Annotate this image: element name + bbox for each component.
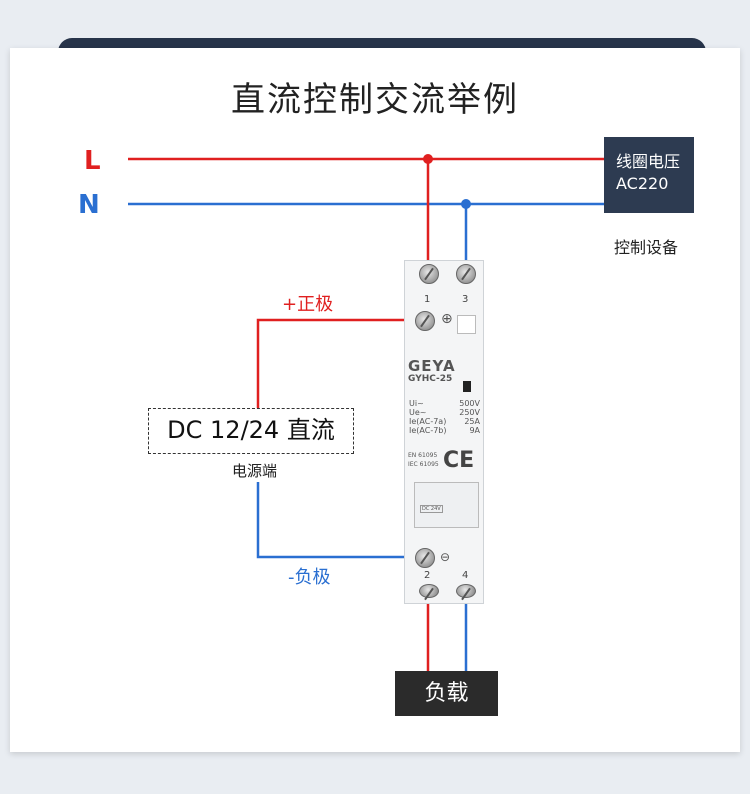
device-brand: GEYA: [408, 357, 456, 375]
negative-pole-label: -负极: [288, 567, 331, 588]
neutral-line-label: N: [78, 190, 100, 220]
terminal-1-number: 1: [424, 294, 431, 305]
ce-mark: CE: [443, 448, 475, 473]
dc-source-box: DC 12/24 直流: [148, 408, 354, 454]
terminal-4-screw-icon: [456, 584, 476, 598]
minus-symbol-icon: ⊖: [440, 550, 451, 564]
device-standards: EN 61095 IEC 61095: [408, 452, 439, 468]
device-spec-labels: Ui~ Ue~ Ie(AC-7a) Ie(AC-7b): [409, 399, 447, 435]
positive-terminal-screw-icon: [415, 311, 435, 331]
panel-dc-label: DC 24V: [420, 505, 443, 513]
coil-voltage-box: 线圈电压 AC220: [604, 137, 694, 213]
coil-voltage-value: AC220: [616, 174, 669, 193]
device-spec-values: 500V 250V 25A 9A: [459, 399, 480, 435]
coil-voltage-title: 线圈电压: [616, 152, 681, 171]
plus-symbol-icon: ⊕: [441, 311, 453, 327]
dc-source-caption: 电源端: [232, 462, 278, 480]
page-title: 直流控制交流举例: [231, 80, 519, 120]
control-device-label: 控制设备: [614, 238, 679, 257]
negative-wire: [256, 482, 422, 559]
positive-pole-label: +正极: [282, 294, 334, 315]
terminal-2-screw-icon: [419, 584, 439, 598]
live-line-label: L: [84, 146, 101, 176]
terminal-3-number: 3: [462, 294, 469, 305]
status-window: [457, 315, 476, 334]
load-box: 负载: [395, 671, 498, 716]
terminal-4-number: 4: [462, 570, 469, 581]
terminal-3-screw-icon: [456, 264, 476, 284]
positive-wire: [256, 318, 422, 408]
terminal-2-number: 2: [424, 570, 431, 581]
terminal-1-screw-icon: [419, 264, 439, 284]
negative-terminal-screw-icon: [415, 548, 435, 568]
device-model: GYHC-25: [408, 374, 453, 384]
indicator-square: [463, 381, 471, 392]
